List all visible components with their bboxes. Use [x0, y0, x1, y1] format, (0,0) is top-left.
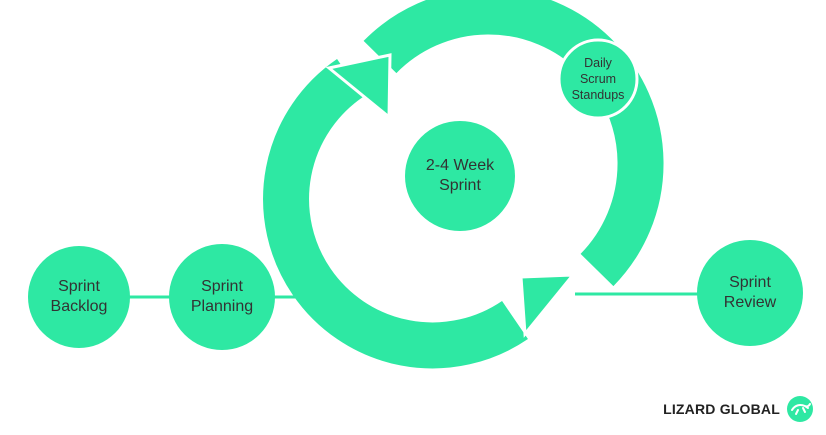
sprint-backlog-line1: Sprint [58, 278, 100, 295]
daily-scrum-line1: Daily [584, 55, 612, 70]
brand-logo: LIZARD GLOBAL [663, 395, 814, 423]
sprint-cycle-line1: 2-4 Week [425, 157, 495, 174]
sprint-planning-node [169, 244, 275, 350]
sprint-review-node [697, 240, 803, 346]
daily-scrum-node [557, 38, 639, 120]
sprint-planning-line2: Planning [190, 298, 254, 315]
cycle-arrowhead-bottom [519, 273, 577, 338]
sprint-planning-label: Sprint Planning [172, 267, 272, 327]
sprint-backlog-label: Sprint Backlog [29, 267, 129, 327]
sprint-backlog-line2: Backlog [50, 298, 108, 315]
sprint-backlog-node [28, 246, 130, 348]
sprint-review-label: Sprint Review [700, 263, 800, 323]
daily-scrum-label: Daily Scrum Standups [560, 53, 636, 105]
lizard-logo-icon [787, 396, 813, 422]
sprint-cycle-node [405, 121, 515, 231]
sprint-planning-line1: Sprint [201, 278, 243, 295]
cycle-arc-bottom [263, 59, 528, 369]
sprint-cycle-label: 2-4 Week Sprint [405, 146, 515, 206]
sprint-review-line2: Review [723, 294, 777, 311]
daily-scrum-line3: Standups [571, 88, 625, 103]
sprint-review-line1: Sprint [729, 274, 771, 291]
brand-name: LIZARD GLOBAL [663, 401, 780, 417]
daily-scrum-line2: Scrum [579, 71, 617, 86]
sprint-cycle-line2: Sprint [439, 177, 481, 194]
cycle-arrowhead-top [325, 53, 392, 121]
